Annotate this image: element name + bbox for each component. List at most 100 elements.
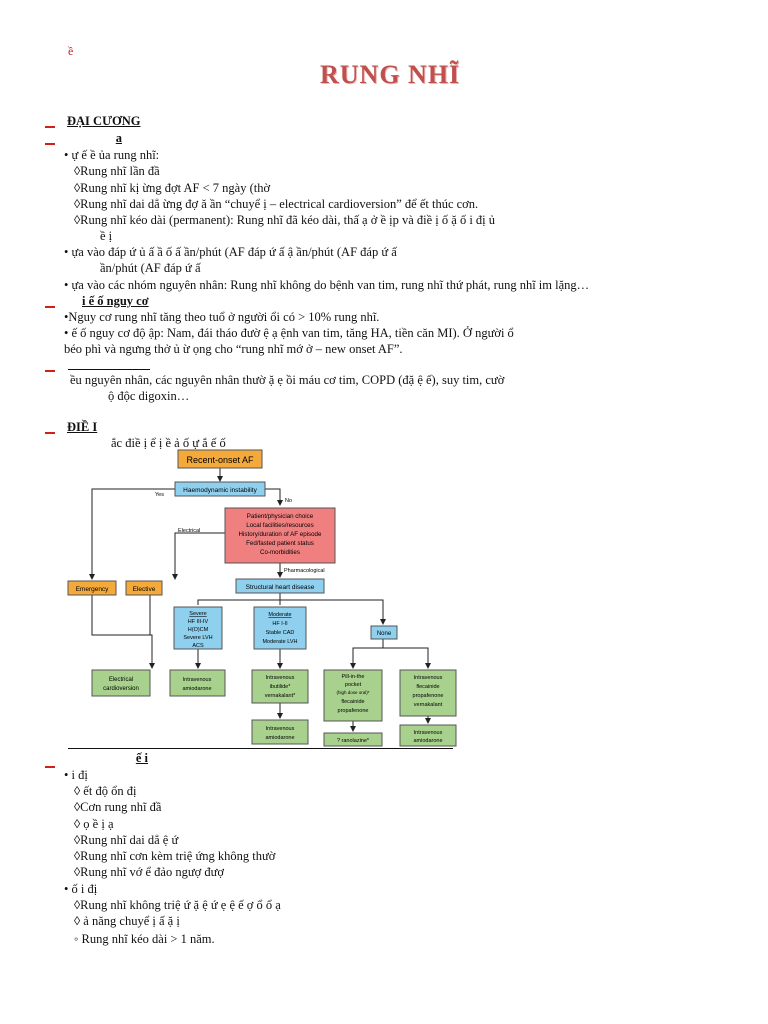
iv-amiodarone-box-1: Intravenous amiodarone [169, 669, 226, 697]
text-line: ◊Rung nhĩ vớ ể đảo ngượ đượ [74, 865, 224, 879]
svg-text:(high dose oral)*: (high dose oral)* [336, 690, 369, 695]
svg-text:flecainide: flecainide [416, 684, 439, 690]
recent-onset-label: Recent-onset AF [186, 455, 254, 465]
text-line: béo phì và ngưng thở ủ ừ ọng cho “rung n… [64, 342, 403, 356]
svg-text:propafenone: propafenone [413, 693, 444, 699]
svg-text:propafenone: propafenone [338, 708, 369, 714]
text-line: • ố i đị [64, 882, 98, 896]
iv-amiodarone-box-2: Intravenous amiodarone [251, 719, 309, 745]
text-line: ◊Rung nhĩ kéo dài (permanent): Rung nhĩ … [74, 213, 496, 227]
electrical-label: Electrical [178, 528, 200, 534]
ranolazine-box: ? ranolazine* [323, 732, 383, 747]
pill-in-pocket-box: Pill-in-the pocket (high dose oral)* fle… [323, 669, 383, 722]
text-line: ◊Rung nhĩ cơn kèm triệ ứng không thườ [74, 849, 276, 863]
svg-text:Intravenous: Intravenous [414, 730, 443, 736]
pharmacological-label: Pharmacological [284, 568, 325, 574]
svg-text:Local facilities/resources: Local facilities/resources [246, 522, 313, 529]
svg-text:pocket: pocket [345, 682, 362, 688]
subheading-rhythm: ế i [135, 751, 148, 765]
svg-text:History/duration of AF episode: History/duration of AF episode [239, 531, 322, 538]
svg-text:Intravenous: Intravenous [414, 675, 443, 681]
subheading-a: a [115, 131, 122, 145]
svg-text:None: None [377, 631, 392, 637]
text-line: ắc điề ị ể ị ề ả ố ự ắ ế ố [111, 436, 226, 450]
svg-text:Intravenous: Intravenous [266, 675, 295, 681]
svg-text:Fed/fasted patient status: Fed/fasted patient status [246, 540, 314, 547]
red-marker [45, 432, 55, 434]
iv-ibutilide-box: Intravenous ibutilide* vernakalant* [251, 669, 309, 704]
svg-text:amiodarone: amiodarone [182, 686, 211, 692]
svg-text:Severe LVH: Severe LVH [183, 635, 212, 641]
text-line: ần/phút (AF đáp ứ ấ [100, 261, 201, 275]
svg-text:Co-morbidities: Co-morbidities [260, 549, 300, 556]
red-marker [45, 143, 55, 145]
emergency-box: Emergency [67, 580, 117, 596]
svg-text:? ranolazine*: ? ranolazine* [337, 738, 370, 744]
text-line: ◊Rung nhĩ kị ừng đợt AF < 7 ngày (thờ [74, 181, 271, 195]
iv-amiodarone-box-3: Intravenous amiodarone [399, 724, 457, 747]
svg-text:HF I-II: HF I-II [272, 621, 288, 627]
page-title: RUNG NHĨ [320, 60, 461, 89]
text-line: • i đị [64, 768, 88, 782]
header-mark: ề [68, 44, 74, 58]
svg-text:Stable CAD: Stable CAD [266, 630, 295, 636]
svg-text:Electrical: Electrical [109, 677, 133, 683]
haemo-box: Haemodynamic instability [174, 481, 266, 497]
text-line: •Nguy cơ rung nhĩ tăng theo tuổ ở người … [64, 310, 380, 324]
svg-text:flecainide: flecainide [341, 699, 364, 705]
svg-text:Structural heart disease: Structural heart disease [246, 584, 315, 591]
red-marker [45, 126, 55, 128]
svg-text:Moderate: Moderate [268, 612, 291, 618]
svg-text:amiodarone: amiodarone [413, 738, 442, 744]
svg-text:vernakalant*: vernakalant* [265, 693, 296, 699]
text-line: ◦ Rung nhĩ kéo dài > 1 năm. [74, 932, 215, 946]
text-line: • ựa vào các nhóm nguyên nhân: Rung nhĩ … [64, 278, 590, 292]
no-label: No [285, 498, 292, 504]
svg-text:Patient/physician choice: Patient/physician choice [247, 513, 314, 520]
text-line: ◊ ọ ề ị ạ [74, 817, 114, 831]
red-marker [45, 766, 55, 768]
severe-box: Severe HF III-IV H(O)CM Severe LVH ACS [173, 606, 223, 650]
flow-lines [89, 468, 431, 732]
text-line: ◊Cơn rung nhĩ đầ [74, 800, 162, 814]
svg-text:Elective: Elective [133, 586, 156, 593]
svg-text:vernakalant: vernakalant [414, 702, 443, 708]
svg-text:Moderate LVH: Moderate LVH [262, 639, 297, 645]
red-marker [45, 370, 55, 372]
text-line: ◊Rung nhĩ dai dẳ ừng đợ ă ần “chuyể ị – … [74, 197, 479, 211]
text-line: • ựa vào đáp ứ ủ ấ ầ ố ấ ần/phút (AF đáp… [64, 245, 397, 259]
text-line: • ế ố nguy cơ độ ập: Nam, đái tháo đườ ệ… [64, 326, 514, 340]
svg-text:Pill-in-the: Pill-in-the [342, 674, 365, 680]
moderate-box: Moderate HF I-II Stable CAD Moderate LVH [253, 606, 307, 650]
section-rule [68, 748, 453, 749]
text-line: ◊ ả năng chuyể ị ấ ặ ị [74, 914, 180, 928]
svg-text:cardioversion: cardioversion [103, 686, 139, 692]
text-line: ộ độc digoxin… [108, 389, 190, 403]
text-line: ◊Rung nhĩ lần đầ [74, 164, 160, 178]
text-line: ◊Rung nhĩ dai dẳ ệ ứ [74, 833, 179, 847]
elective-box: Elective [125, 580, 163, 596]
af-treatment-flowchart: Recent-onset AF Haemodynamic instability… [67, 449, 457, 747]
svg-text:HF III-IV: HF III-IV [188, 619, 209, 625]
text-line: ◊ ết độ ổn đị [74, 784, 137, 798]
subheading-risk: i ế ố nguy cơ [82, 294, 149, 308]
none-box: None [370, 625, 398, 640]
recent-onset-box: Recent-onset AF [177, 449, 263, 469]
text-line: ◊Rung nhĩ không triệ ứ ặ ệ ứ ẹ ệ ế ợ ổ ổ… [74, 898, 281, 912]
section-heading-overview: ĐẠI CƯƠNG [67, 114, 141, 128]
patient-factors-box: Patient/physician choice Local facilitie… [224, 507, 336, 564]
electrical-cardioversion-box: Electrical cardioversion [91, 669, 151, 697]
structural-box: Structural heart disease [235, 578, 325, 594]
text-line: • ự ế ề ủa rung nhĩ: [64, 148, 160, 162]
svg-text:Intravenous: Intravenous [183, 677, 212, 683]
iv-flecainide-box: Intravenous flecainide propafenone verna… [399, 669, 457, 717]
underline-rule [68, 369, 150, 370]
red-marker [45, 306, 55, 308]
text-line: ề ị [100, 229, 113, 243]
svg-text:H(O)CM: H(O)CM [188, 627, 209, 633]
text-line: ều nguyên nhân, các nguyên nhân thườ ặ ẹ… [70, 373, 505, 387]
svg-text:Emergency: Emergency [76, 586, 110, 593]
svg-text:Severe: Severe [189, 611, 206, 617]
svg-text:Intravenous: Intravenous [266, 726, 295, 732]
svg-text:ibutilide*: ibutilide* [270, 684, 292, 690]
